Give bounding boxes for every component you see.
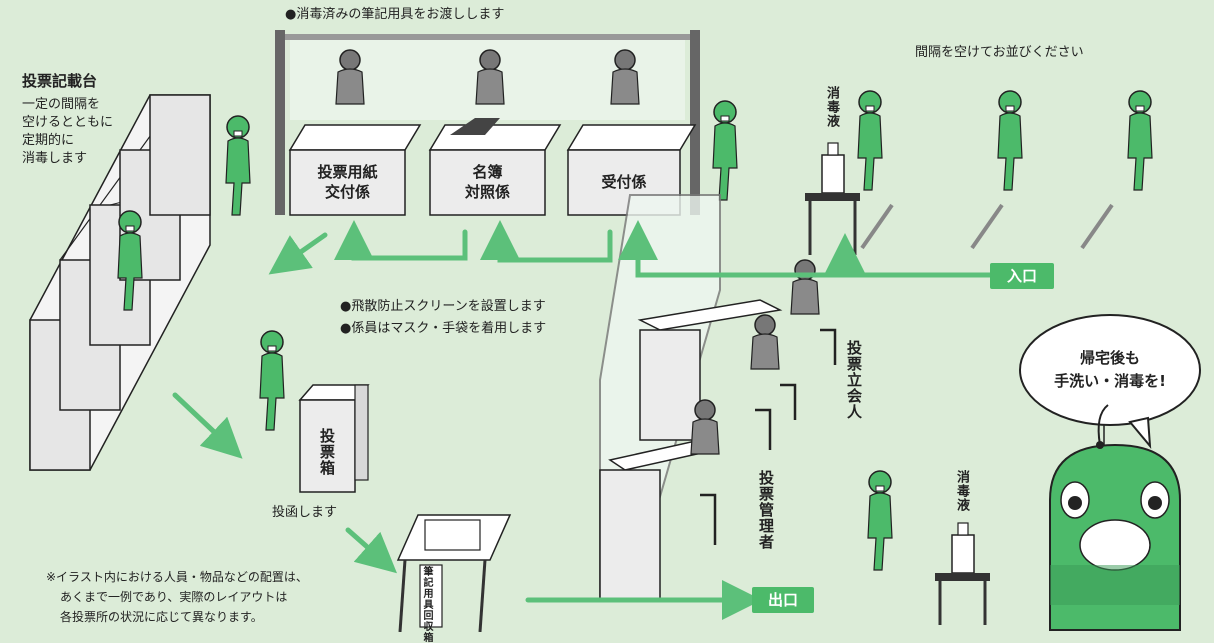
booth-desc-4: 消毒します xyxy=(22,151,88,166)
speech-bubble xyxy=(1019,314,1201,450)
screen-note-1: ●飛散防止スクリーンを設置します xyxy=(340,299,546,314)
staff-counter-3 xyxy=(610,49,640,105)
voter-queue-2 xyxy=(997,90,1023,191)
ballot-box xyxy=(298,384,370,493)
music-note-icon xyxy=(1096,425,1105,449)
bubble-line-2: 手洗い・消毒を! xyxy=(1054,372,1166,390)
sanitizer-label-entrance: 消毒液 xyxy=(824,86,839,128)
deposit-label: 投函します xyxy=(272,505,338,520)
booth-desc-2: 空けるとともに xyxy=(22,115,114,130)
pen-return-box xyxy=(396,514,512,632)
counter-label-reception: 受付係 xyxy=(601,173,647,191)
disclaimer-line-1: ※イラスト内における人員・物品などの配置は、 xyxy=(46,570,308,584)
chairs xyxy=(700,328,837,545)
witness-desk xyxy=(599,194,783,601)
sanitizer-stand-exit xyxy=(935,522,990,625)
screen-note-2: ●係員はマスク・手袋を着用します xyxy=(340,321,547,336)
counter-boxes xyxy=(288,118,697,216)
disclaimer-line-3: 各投票所の状況に応じて異なります。 xyxy=(60,610,263,624)
voter-at-reception xyxy=(712,100,738,201)
voter-queue-1 xyxy=(857,90,883,191)
counter-label-ballot-issue: 投票用紙 交付係 xyxy=(317,163,378,201)
voter-at-ballot-box xyxy=(259,330,285,431)
sanitizer-stand-entrance xyxy=(805,142,860,255)
queue-markings xyxy=(860,203,1114,250)
flow-arrows xyxy=(172,220,993,620)
top-note: ●消毒済みの筆記用具をお渡しします xyxy=(285,7,505,22)
disclaimer-line-2: あくまで一例であり、実際のレイアウトは xyxy=(60,590,288,604)
witness-staff-1 xyxy=(790,259,820,315)
booth-title: 投票記載台 xyxy=(22,72,98,90)
witness-staff-2 xyxy=(750,314,780,370)
voter-exiting xyxy=(867,470,893,571)
voter-queue-3 xyxy=(1127,90,1153,191)
witness-label: 投票立会人 xyxy=(845,340,863,420)
manager-label: 投票管理者 xyxy=(757,470,775,550)
mascot-icon xyxy=(1049,404,1181,631)
counter-label-register-check: 名簿 対照係 xyxy=(464,163,510,201)
ballot-box-label: 投票箱 xyxy=(318,428,336,476)
manager-staff xyxy=(690,399,720,455)
spacing-note: 間隔を空けてお並びください xyxy=(915,45,1084,60)
pen-return-label: 筆記用具回収箱 xyxy=(421,566,432,643)
booth-desc-3: 定期的に xyxy=(22,133,75,148)
bubble-line-1: 帰宅後も xyxy=(1079,349,1140,367)
exit-tag: 出口 xyxy=(752,587,814,613)
voter-at-booth-1 xyxy=(225,115,251,216)
booth-desc-1: 一定の間隔を xyxy=(22,97,101,112)
voting-booths xyxy=(29,94,211,471)
staff-counter-1 xyxy=(335,49,365,105)
entrance-tag: 入口 xyxy=(990,263,1054,289)
staff-counter-2 xyxy=(475,49,505,105)
sanitizer-label-exit: 消毒液 xyxy=(954,470,969,512)
